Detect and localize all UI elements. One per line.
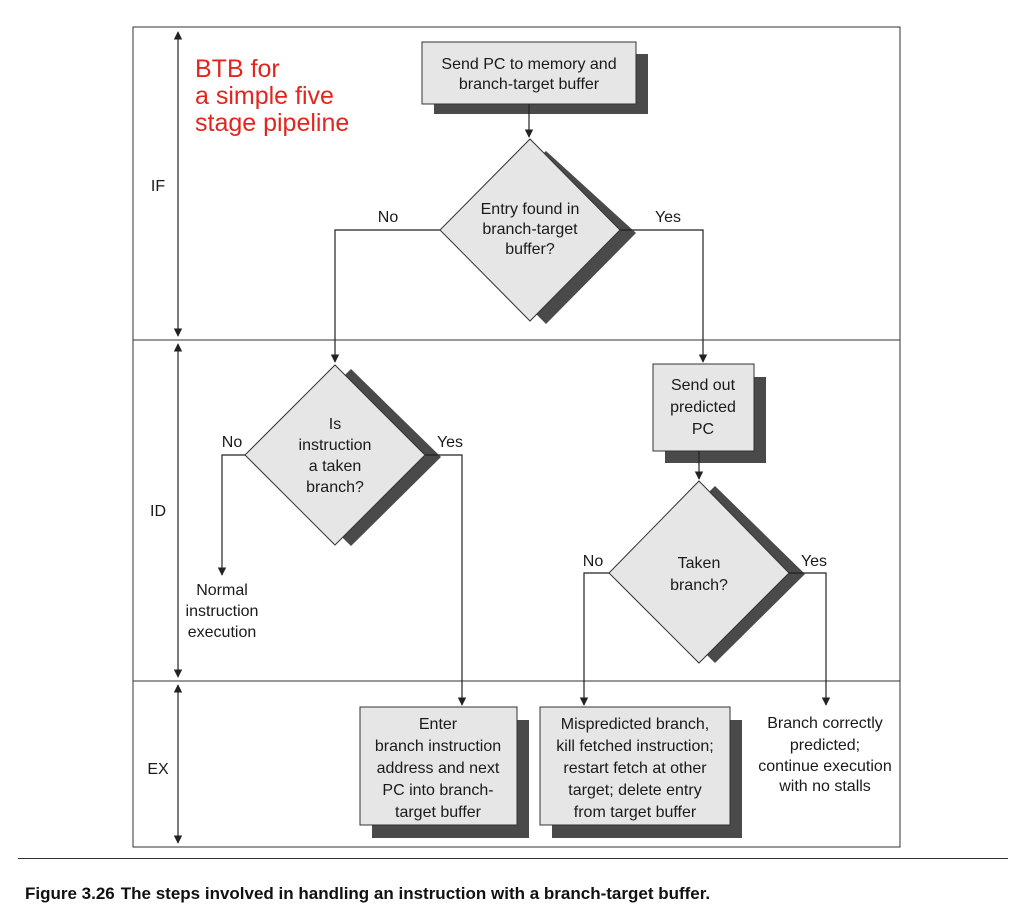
send-predicted-text-3: PC	[692, 421, 714, 438]
edge-entry-yes	[620, 229, 708, 363]
send-pc-text-2: branch-target buffer	[459, 76, 600, 93]
correct-text-2: predicted;	[790, 737, 860, 754]
taken-branch-decision: Taken branch?	[608, 480, 805, 664]
entry-found-text-1: Entry found in	[481, 201, 580, 218]
edge-label-taken-no: No	[222, 434, 243, 451]
correct-text-3: continue execution	[758, 758, 891, 775]
edge-label-entry-yes: Yes	[655, 209, 681, 226]
normal-execution-label: Normal instruction execution	[186, 582, 259, 641]
enter-btb-text-1: Enter	[419, 716, 458, 733]
edge-taken-no	[217, 454, 245, 576]
edge-label-taken-yes: Yes	[437, 434, 463, 451]
send-pc-text-1: Send PC to memory and	[441, 56, 616, 73]
send-predicted-text-1: Send out	[671, 377, 736, 394]
enter-btb-text-4: PC into branch-	[382, 782, 493, 799]
enter-btb-box: Enter branch instruction address and nex…	[359, 706, 529, 838]
is-taken-text-3: a taken	[309, 458, 361, 475]
figure-caption-text: The steps involved in handling an instru…	[120, 884, 711, 903]
stage-label-id: ID	[150, 503, 166, 520]
caption-divider	[18, 858, 1008, 859]
stage-label-ex: EX	[147, 761, 169, 778]
edge-tb-no	[579, 572, 609, 706]
edge-label-tb-no: No	[583, 553, 604, 570]
is-taken-text-2: instruction	[299, 437, 372, 454]
enter-btb-text-3: address and next	[377, 760, 500, 777]
figure-number: Figure 3.26	[25, 884, 115, 903]
correct-prediction-label: Branch correctly predicted; continue exe…	[758, 715, 891, 795]
edge-label-entry-no: No	[378, 209, 399, 226]
figure-caption: Figure 3.26 The steps involved in handlin…	[25, 884, 710, 904]
mispredicted-text-5: from target buffer	[574, 804, 697, 821]
send-pc-box: Send PC to memory and branch-target buff…	[421, 41, 648, 114]
diagram-heading-line3: stage pipeline	[195, 109, 349, 137]
correct-text-1: Branch correctly	[767, 715, 883, 732]
normal-exec-text-2: instruction	[186, 603, 259, 620]
send-predicted-text-2: predicted	[670, 399, 736, 416]
stage-label-if: IF	[151, 178, 165, 195]
mispredicted-text-2: kill fetched instruction;	[556, 738, 713, 755]
mispredicted-text-3: restart fetch at other	[563, 760, 707, 777]
mispredicted-text-4: target; delete entry	[568, 782, 701, 799]
send-predicted-pc-box: Send out predicted PC	[652, 363, 766, 463]
mispredicted-text-1: Mispredicted branch,	[561, 716, 710, 733]
is-taken-text-1: Is	[329, 416, 341, 433]
entry-found-text-3: buffer?	[505, 241, 555, 258]
edge-entry-no	[330, 229, 440, 363]
diagram-heading-line1: BTB for	[195, 55, 280, 83]
diagram-heading-line2: a simple five	[195, 82, 334, 110]
mispredicted-box: Mispredicted branch, kill fetched instru…	[539, 706, 742, 838]
entry-found-text-2: branch-target	[482, 221, 578, 238]
is-taken-text-4: branch?	[306, 479, 364, 496]
edge-label-tb-yes: Yes	[801, 553, 827, 570]
correct-text-4: with no stalls	[778, 778, 871, 795]
enter-btb-text-5: target buffer	[395, 804, 482, 821]
normal-exec-text-3: execution	[188, 624, 257, 641]
is-taken-branch-decision: Is instruction a taken branch?	[244, 364, 441, 546]
taken-branch-text-1: Taken	[678, 555, 721, 572]
entry-found-decision: Entry found in branch-target buffer?	[439, 138, 636, 324]
diagram-frame	[132, 26, 901, 848]
edge-tb-yes	[789, 572, 831, 706]
edge-taken-yes	[425, 454, 467, 706]
enter-btb-text-2: branch instruction	[375, 738, 501, 755]
normal-exec-text-1: Normal	[196, 582, 248, 599]
taken-branch-text-2: branch?	[670, 577, 728, 594]
